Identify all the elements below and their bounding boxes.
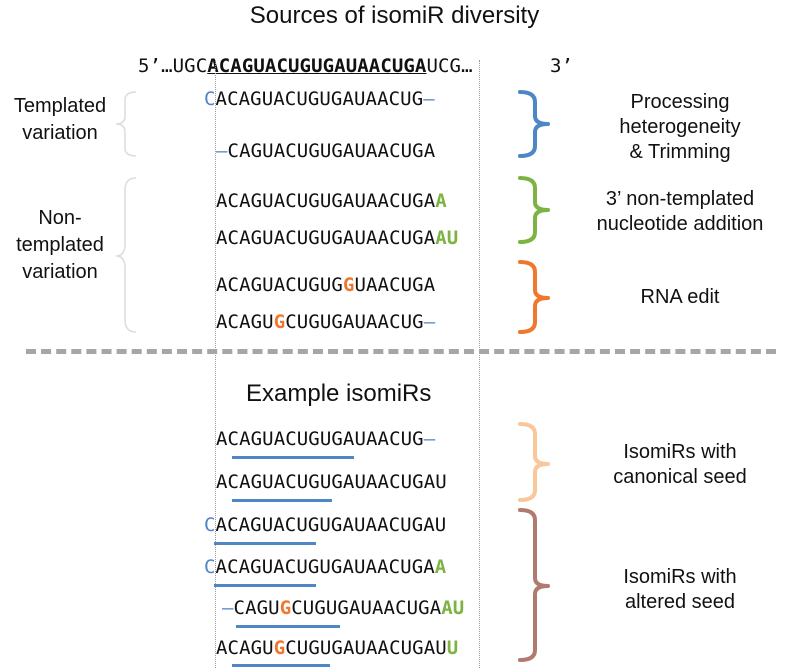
seq-trim-3prime: – xyxy=(423,88,435,110)
seq-body-a: ACAGU xyxy=(216,637,274,659)
seq-body-a: ACAGUACUGUG xyxy=(216,274,343,296)
seq-nontemplated-1: ACAGUACUGUGAUAACUGAA xyxy=(216,190,447,212)
seq-addition: A xyxy=(434,556,447,578)
label-nontemplated-line1: Non- xyxy=(38,207,82,229)
seq-trim-5prime: – xyxy=(222,597,234,619)
seed-underline xyxy=(214,542,316,545)
seq-addition: A xyxy=(435,190,447,212)
seq-body: ACAGUACUGUGAUAACUGAU xyxy=(215,514,447,536)
left-brace-templated xyxy=(115,91,137,157)
label-altered-seed: IsomiRs with altered seed xyxy=(590,565,770,615)
label-nontemplated-addition: 3’ non-templated nucleotide addition xyxy=(580,187,780,237)
seq-body-b: CUGUGAUAACUGAU xyxy=(285,637,447,659)
seq-body: ACAGUACUGUGAUAACUGAU xyxy=(216,471,447,493)
label-processing-line2: heterogeneity xyxy=(619,116,741,138)
label-canonical-line1: IsomiRs with xyxy=(623,441,737,463)
seq-extra-5prime: C xyxy=(204,88,216,110)
seq-body-b: CUGUGAUAACUG xyxy=(285,311,424,333)
seq-extra-5prime: C xyxy=(204,514,216,536)
seed-underline xyxy=(232,499,332,502)
seq-edit-base: G xyxy=(273,637,286,659)
right-brace-altered xyxy=(518,508,550,662)
seq-body: ACAGUACUGUGAUAACUGA xyxy=(215,556,435,578)
label-nontemplated-line2: templated xyxy=(16,234,104,256)
seq-body: ACAGUACUGUGAUAACUGA xyxy=(216,227,436,249)
example-seq-4: CACAGUACUGUGAUAACUGAA xyxy=(204,556,446,578)
right-brace-processing xyxy=(518,90,550,158)
seq-edit-base: G xyxy=(279,597,292,619)
seq-edit-base: G xyxy=(273,311,286,333)
seed-underline xyxy=(232,456,354,459)
seq-edit-1: ACAGUACUGUGGUAACUGA xyxy=(216,274,435,296)
seq-body: ACAGUACUGUGAUAACUG xyxy=(216,428,424,450)
seq-addition: AU xyxy=(435,227,459,249)
reference-sequence: 5’…UGCACAGUACUGUGAUAACUGAUCG… xyxy=(138,55,473,77)
label-altered-line1: IsomiRs with xyxy=(623,566,737,588)
seq-body-a: ACAGU xyxy=(216,311,274,333)
example-seq-6: ACAGUGCUGUGAUAACUGAUU xyxy=(216,637,458,659)
seq-body-b: CUGUGAUAACUGA xyxy=(291,597,442,619)
alignment-guide-right xyxy=(479,60,480,668)
label-altered-line2: altered seed xyxy=(624,591,736,613)
seq-edit-base: G xyxy=(342,274,355,296)
example-seq-2: ACAGUACUGUGAUAACUGAU xyxy=(216,471,447,493)
reference-5prime: 5’…UGC xyxy=(138,55,208,77)
example-seq-1: ACAGUACUGUGAUAACUG– xyxy=(216,428,435,450)
label-templated-line1: Templated xyxy=(13,95,107,117)
example-title: Example isomiRs xyxy=(246,380,432,407)
label-templated-variation: Templated variation xyxy=(0,93,120,147)
seq-body: ACAGUACUGUGAUAACUGA xyxy=(216,190,436,212)
seed-underline xyxy=(232,664,330,667)
reference-after: UCG… xyxy=(426,55,473,77)
seq-addition: U xyxy=(446,637,459,659)
seq-body-a: CAGU xyxy=(233,597,280,619)
alignment-guide-left xyxy=(215,60,216,668)
label-templated-line2: variation xyxy=(22,122,98,144)
seq-processing-1: CACAGUACUGUGAUAACUG– xyxy=(204,88,435,110)
seq-edit-2: ACAGUGCUGUGAUAACUG– xyxy=(216,311,435,333)
label-processing-heterogeneity: Processing heterogeneity & Trimming xyxy=(590,90,770,165)
seq-body: CAGUACUGUGAUAACUGA xyxy=(227,140,436,162)
seq-trim-3prime: – xyxy=(423,311,436,333)
label-processing-line3: & Trimming xyxy=(629,141,731,163)
reference-3prime: 3’ xyxy=(550,55,574,77)
seq-nontemplated-2: ACAGUACUGUGAUAACUGAAU xyxy=(216,227,458,249)
label-rna-edit: RNA edit xyxy=(640,286,720,308)
seed-underline xyxy=(236,625,340,628)
label-nontemplated-line3: variation xyxy=(22,261,98,283)
example-seq-3: CACAGUACUGUGAUAACUGAU xyxy=(204,514,446,536)
seq-body: ACAGUACUGUGAUAACUG xyxy=(215,88,424,110)
label-nontemplated-addition-line2: nucleotide addition xyxy=(596,213,764,235)
reference-mature: ACAGUACUGUGAUAACUGA xyxy=(207,55,427,77)
example-seq-5: –CAGUGCUGUGAUAACUGAAU xyxy=(222,597,464,619)
label-nontemplated-variation: Non- templated variation xyxy=(0,205,120,286)
left-brace-nontemplated xyxy=(115,177,137,333)
label-canonical-seed: IsomiRs with canonical seed xyxy=(590,440,770,490)
label-nontemplated-addition-line1: 3’ non-templated xyxy=(605,188,755,210)
seq-body-b: UAACUGA xyxy=(354,274,436,296)
diagram-title: Sources of isomiR diversity xyxy=(249,2,540,29)
label-processing-line1: Processing xyxy=(630,91,730,113)
seed-underline xyxy=(214,584,316,587)
right-brace-rna-edit xyxy=(518,260,550,334)
seq-trim-5prime: – xyxy=(216,140,228,162)
section-divider xyxy=(26,349,776,354)
label-canonical-line2: canonical seed xyxy=(613,466,747,488)
seq-addition: AU xyxy=(441,597,465,619)
seq-processing-2: –CAGUACUGUGAUAACUGA xyxy=(216,140,435,162)
seq-extra-5prime: C xyxy=(204,556,216,578)
seq-trim-3prime: – xyxy=(423,428,436,450)
right-brace-canonical xyxy=(518,422,550,502)
right-brace-nontemplated xyxy=(518,176,550,244)
